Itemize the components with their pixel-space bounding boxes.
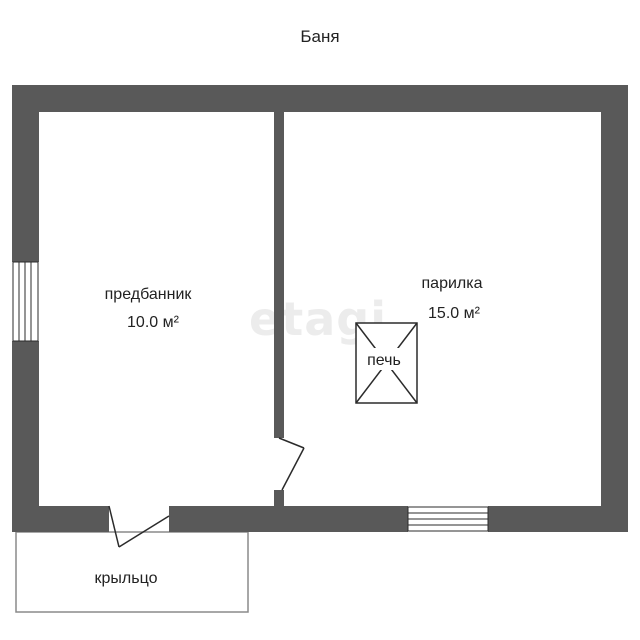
interior-wall [274, 112, 284, 506]
wall-left-upper [12, 85, 39, 262]
window-bottom [407, 506, 489, 532]
wall-top [12, 85, 628, 112]
plan-title: Баня [300, 27, 339, 46]
partition-lower [274, 490, 284, 506]
room-name-predbannik: предбанник [105, 286, 193, 303]
wall-bottom-left [12, 506, 109, 532]
room-name-kryltso: крыльцо [95, 570, 158, 587]
wall-bottom-middle [169, 506, 408, 532]
stove-label: печь [367, 352, 401, 369]
wall-left-lower [12, 341, 39, 532]
window-left [12, 261, 39, 342]
porch-outline [15, 531, 249, 613]
door-entrance [108, 505, 170, 548]
door-interior [278, 437, 305, 491]
room-area-predbannik: 10.0 м² [127, 314, 180, 331]
partition-upper [274, 112, 284, 438]
wall-right [601, 85, 628, 532]
exterior-walls [12, 85, 628, 532]
stove-label-bg [364, 348, 404, 370]
room-area-parilka: 15.0 м² [428, 305, 481, 322]
room-name-parilka: парилка [422, 275, 483, 292]
wall-bottom-right [488, 506, 628, 532]
